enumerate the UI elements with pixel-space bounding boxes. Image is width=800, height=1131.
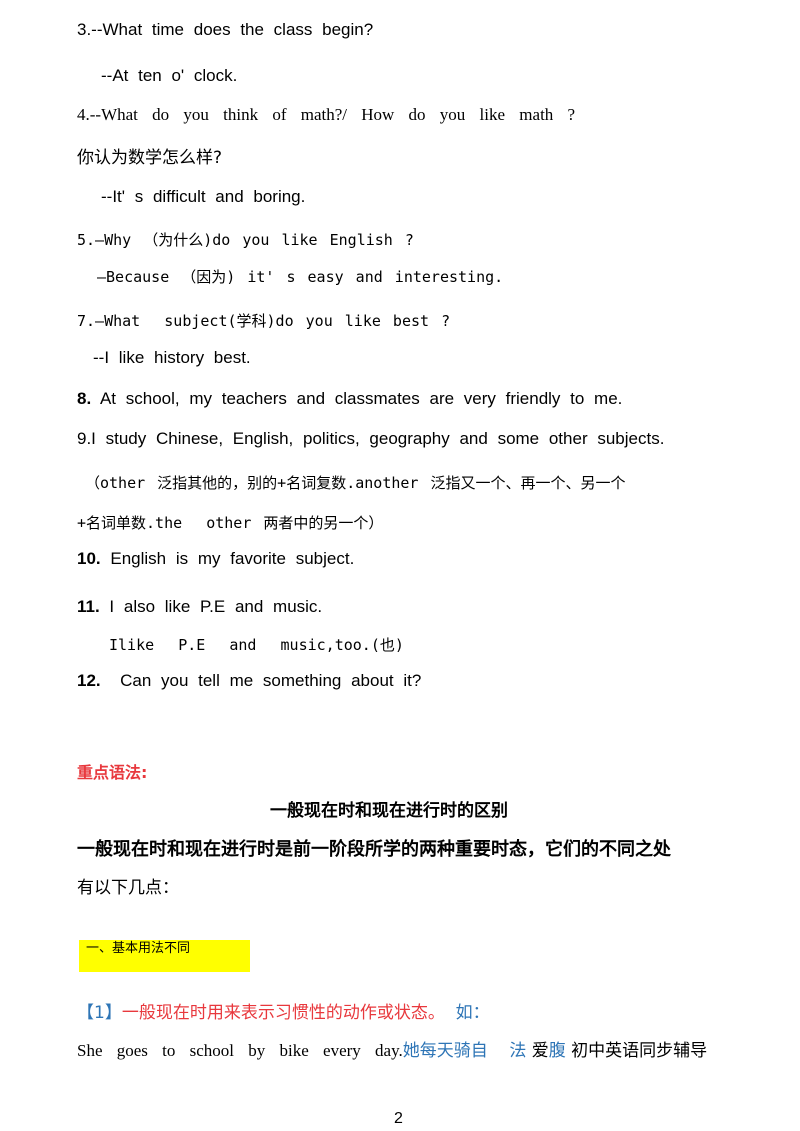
- example-line: She goes to school by bike every day.她每天…: [77, 1042, 707, 1060]
- sentence-number: 8.: [77, 389, 92, 408]
- section-heading: 一、基本用法不同: [86, 941, 191, 956]
- section-highlight: [79, 940, 250, 972]
- sentence-number: 11.: [77, 597, 100, 616]
- grammar-intro-line-2: 有以下几点：: [77, 878, 179, 898]
- dialogue-line-7-answer: --I like history best.: [93, 348, 251, 367]
- example-chinese: 她每天骑自: [402, 1041, 488, 1061]
- sentence-text: English is my favorite subject.: [100, 549, 355, 568]
- sentence-number: 12.: [77, 671, 101, 690]
- dialogue-line-4-answer: --It' s difficult and boring.: [101, 187, 306, 206]
- dialogue-line-7-question: 7.—What subject(学科)do you like best ?: [77, 312, 451, 330]
- example-english: She goes to school by bike every day.: [77, 1041, 403, 1060]
- dialogue-line-4-question: 4.--What do you think of math?/ How do y…: [77, 105, 576, 124]
- sentence-number: 10.: [77, 549, 101, 568]
- sentence-10: 10. English is my favorite subject.: [77, 550, 354, 567]
- dialogue-line-5-answer: —Because （因为) it' s easy and interesting…: [97, 268, 504, 286]
- sentence-9: 9.I study Chinese, English, politics, ge…: [77, 429, 665, 448]
- dialogue-line-3-question: 3.--What time does the class begin?: [77, 20, 374, 39]
- grammar-intro-line-1: 一般现在时和现在进行时是前一阶段所学的两种重要时态，它们的不同之处: [77, 839, 671, 860]
- grammar-label: 重点语法:: [77, 763, 148, 782]
- sentence-text: I also like P.E and music.: [99, 597, 323, 616]
- point-text: 一般现在时用来表示习惯性的动作或状态。: [121, 1003, 445, 1023]
- note-line-1: （other 泛指其他的，别的+名词复数.another 泛指又一个、再一个、另…: [85, 474, 626, 492]
- sentence-11: 11. I also like P.E and music.: [77, 598, 322, 615]
- sentence-11-variant: Ilike P.E and music,too.(也): [109, 636, 404, 654]
- point-bracket: 【1】: [77, 1003, 122, 1023]
- dialogue-line-4-chinese: 你认为数学怎么样?: [77, 148, 223, 168]
- example-fragment: 法: [509, 1041, 527, 1061]
- grammar-point-1: 【1】一般现在时用来表示习惯性的动作或状态。 如：: [77, 1005, 490, 1022]
- footer-fragment-3: 初中英语同步辅导: [565, 1041, 708, 1061]
- sentence-8: 8. At school, my teachers and classmates…: [77, 390, 622, 407]
- sentence-text: At school, my teachers and classmates ar…: [91, 389, 623, 408]
- note-line-2: +名词单数.the other 两者中的另一个）: [77, 514, 384, 532]
- footer-fragment-2: 腹: [548, 1041, 566, 1061]
- grammar-title: 一般现在时和现在进行时的区别: [270, 801, 508, 821]
- page-number: 2: [394, 1110, 403, 1127]
- point-example-marker: 如：: [444, 1003, 490, 1023]
- footer-fragment-1: 爱: [526, 1041, 549, 1061]
- sentence-12: 12. Can you tell me something about it?: [77, 672, 421, 689]
- dialogue-line-3-answer: --At ten o' clock.: [101, 66, 238, 85]
- dialogue-line-5-question: 5.—Why （为什么)do you like English ?: [77, 231, 414, 249]
- example-gap: [488, 1041, 510, 1061]
- sentence-text: Can you tell me something about it?: [100, 671, 422, 690]
